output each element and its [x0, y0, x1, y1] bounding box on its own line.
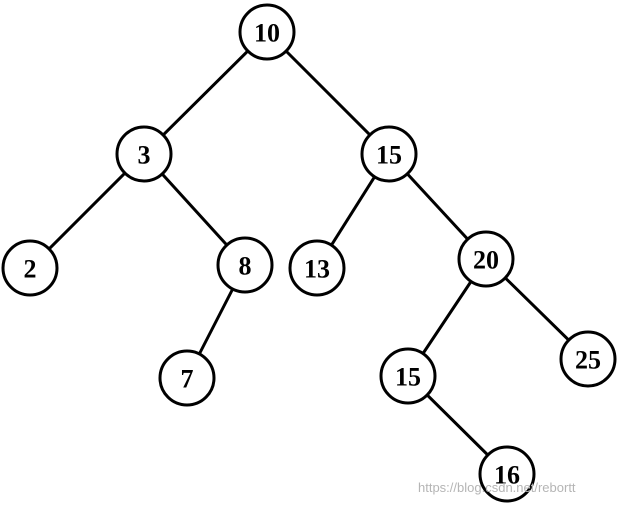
tree-node: 7 — [158, 349, 216, 407]
tree-node-label: 15 — [376, 141, 402, 170]
tree-node-label: 2 — [24, 255, 37, 284]
tree-edge — [265, 30, 391, 156]
watermark-text: https://blog.csdn.net/rebortt — [418, 480, 576, 495]
tree-node-circle — [1, 239, 59, 297]
tree-node-circle — [238, 3, 296, 61]
tree-node-label: 10 — [254, 19, 280, 48]
tree-node: 15 — [379, 347, 437, 405]
tree-nodes: 10 3 15 2 8 13 20 7 15 25 16 — [1, 3, 617, 503]
tree-node: 15 — [360, 125, 418, 183]
tree-node-label: 8 — [239, 252, 252, 281]
tree-node-label: 3 — [138, 141, 151, 170]
tree-node-label: 7 — [181, 365, 194, 394]
tree-node: 8 — [216, 236, 274, 294]
tree-node-label: 25 — [575, 346, 601, 375]
tree-node-label: 20 — [473, 246, 499, 275]
tree-node-label: 16 — [494, 461, 520, 490]
tree-node-circle — [115, 125, 173, 183]
tree-node-label: 13 — [304, 255, 330, 284]
tree-node-circle — [158, 349, 216, 407]
tree-node: 25 — [559, 330, 617, 388]
tree-node-circle — [360, 125, 418, 183]
tree-node: 20 — [457, 230, 515, 288]
tree-node-label: 15 — [395, 363, 421, 392]
tree-node-circle — [379, 347, 437, 405]
tree-edge — [142, 30, 269, 156]
tree-node: 16 — [478, 445, 536, 503]
tree-node: 2 — [1, 239, 59, 297]
tree-node: 3 — [115, 125, 173, 183]
tree-node: 13 — [288, 239, 346, 297]
tree-node: 10 — [238, 3, 296, 61]
tree-node-circle — [216, 236, 274, 294]
tree-node-circle — [288, 239, 346, 297]
tree-node-circle — [457, 230, 515, 288]
tree-node-circle — [559, 330, 617, 388]
tree-node-circle — [478, 445, 536, 503]
